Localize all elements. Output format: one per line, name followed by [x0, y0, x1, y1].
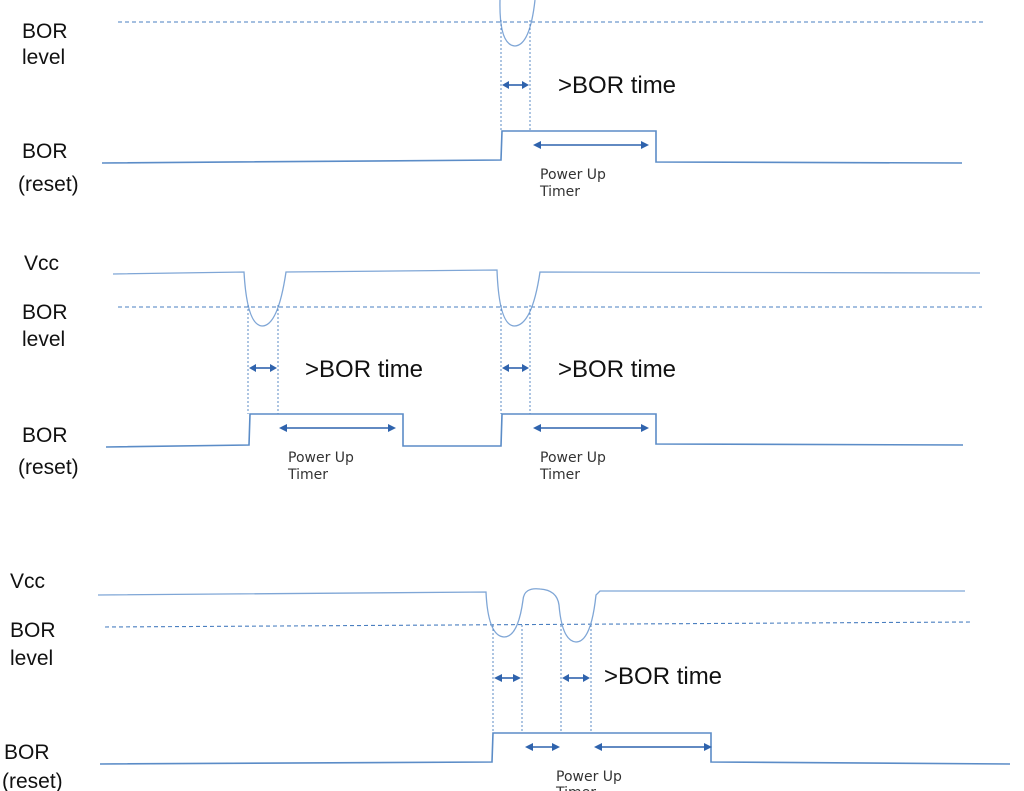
- power-up-label-line1: Power Up: [288, 450, 354, 466]
- bor-reset-waveform: [101, 130, 963, 164]
- bor-reset-label-line2: (reset): [18, 456, 79, 479]
- panel-3: Vcc BOR level BOR (reset) >BOR time Powe…: [2, 570, 1011, 791]
- bor-level-label-line1: BOR: [10, 619, 56, 642]
- power-up-label-line1: Power Up: [540, 450, 606, 466]
- bor-level-label-line2: level: [10, 647, 53, 670]
- vcc-label: Vcc: [10, 570, 45, 593]
- bor-level-label-line1: BOR: [22, 301, 68, 324]
- vcc-label: Vcc: [24, 252, 59, 275]
- panel-1: BOR level BOR (reset) >BOR time Power Up…: [18, 0, 985, 200]
- bor-time-label: >BOR time: [604, 663, 722, 690]
- bor-time-label: >BOR time: [558, 72, 676, 99]
- bor-level-label-line2: level: [22, 46, 65, 69]
- vcc-waveform: [97, 588, 965, 643]
- bor-level-label-line1: BOR: [22, 20, 68, 43]
- panel-2: Vcc BOR level BOR (reset) >BOR time >BOR…: [18, 252, 982, 483]
- bor-reset-label-line2: (reset): [18, 173, 79, 196]
- power-up-label-line1: Power Up: [540, 167, 606, 183]
- bor-reset-label-line1: BOR: [4, 741, 50, 764]
- power-up-label-line2: Timer: [539, 184, 580, 200]
- power-up-label-line2: Timer: [287, 467, 328, 483]
- vcc-dip-waveform: [499, 0, 536, 47]
- bor-level-label-line2: level: [22, 328, 65, 351]
- bor-reset-waveform: [105, 413, 964, 448]
- bor-level-threshold-line: [104, 621, 971, 628]
- power-up-label-line2: Timer: [539, 467, 580, 483]
- bor-reset-label-line2: (reset): [2, 770, 63, 791]
- bor-reset-label-line1: BOR: [22, 424, 68, 447]
- power-up-label-line2: Timer: [555, 785, 596, 791]
- bor-time-label-2: >BOR time: [558, 356, 676, 383]
- bor-time-label-1: >BOR time: [305, 356, 423, 383]
- bor-reset-waveform: [99, 732, 1011, 765]
- power-up-label-line1: Power Up: [556, 769, 622, 785]
- bor-reset-label-line1: BOR: [22, 140, 68, 163]
- vcc-waveform: [112, 269, 981, 327]
